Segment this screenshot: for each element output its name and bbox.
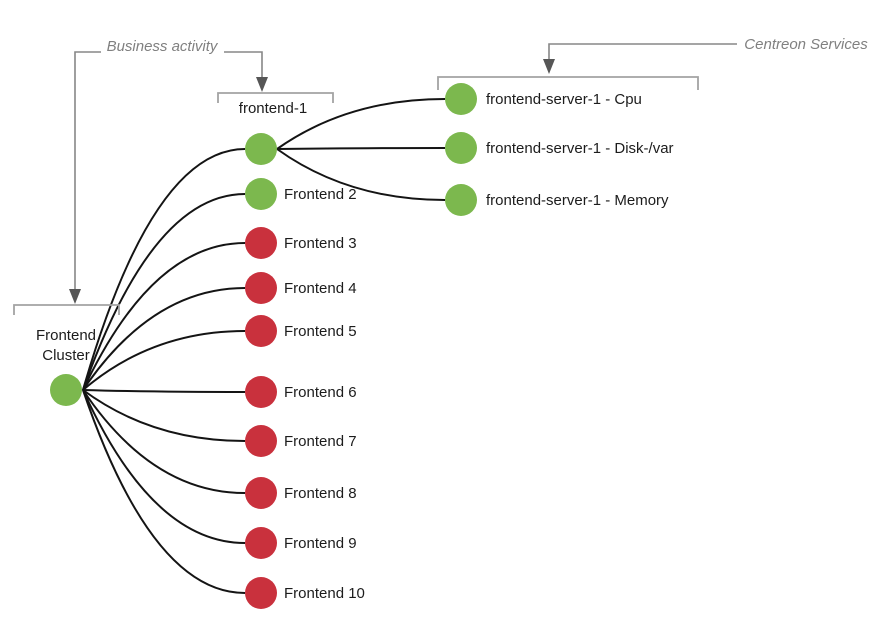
annotation-business-activity: Business activity <box>69 38 268 304</box>
node-frontend-3 <box>245 227 277 259</box>
label-frontend-9: Frontend 9 <box>284 535 357 552</box>
node-frontend-cluster <box>50 374 82 406</box>
label-frontend-7: Frontend 7 <box>284 433 357 450</box>
down-arrowhead-icon <box>256 77 268 92</box>
node-frontend-1 <box>245 133 277 165</box>
label-frontend-cluster-line2: Cluster <box>42 347 90 364</box>
node-service-memory <box>445 184 477 216</box>
node-frontend-9 <box>245 527 277 559</box>
edge-root-frontend-1 <box>82 148 246 391</box>
label-frontend-3: Frontend 3 <box>284 235 357 252</box>
node-labels: Frontend Cluster frontend-1 Frontend 2 F… <box>36 91 674 602</box>
node-frontend-8 <box>245 477 277 509</box>
label-service-memory: frontend-server-1 - Memory <box>486 192 669 209</box>
annotation-centreon-services: Centreon Services <box>543 36 868 74</box>
edge-root-frontend-10 <box>82 389 246 594</box>
edge-frontend1-cpu <box>276 98 446 150</box>
node-service-cpu <box>445 83 477 115</box>
node-frontend-2 <box>245 178 277 210</box>
edge-root-frontend-4 <box>82 287 246 391</box>
label-frontend-2: Frontend 2 <box>284 186 357 203</box>
edges-services <box>276 98 446 201</box>
edge-root-frontend-9 <box>82 389 246 544</box>
label-frontend-8: Frontend 8 <box>284 485 357 502</box>
label-frontend-1: frontend-1 <box>239 100 307 117</box>
label-frontend-5: Frontend 5 <box>284 323 357 340</box>
label-service-cpu: frontend-server-1 - Cpu <box>486 91 642 108</box>
edge-root-frontend-2 <box>82 193 246 391</box>
label-frontend-6: Frontend 6 <box>284 384 357 401</box>
label-frontend-4: Frontend 4 <box>284 280 357 297</box>
centreon-services-line <box>548 43 737 60</box>
business-activity-right-line <box>224 51 263 78</box>
label-service-disk: frontend-server-1 - Disk-/var <box>486 140 674 157</box>
node-frontend-10 <box>245 577 277 609</box>
bracket-frontend-1 <box>217 92 334 103</box>
node-frontend-6 <box>245 376 277 408</box>
node-frontend-4 <box>245 272 277 304</box>
bracket-frontend-cluster <box>13 304 120 315</box>
node-service-disk <box>445 132 477 164</box>
edge-root-frontend-7 <box>82 389 246 442</box>
label-frontend-cluster-line1: Frontend <box>36 327 96 344</box>
down-arrowhead-icon <box>543 59 555 74</box>
business-activity-left-line <box>74 51 101 290</box>
label-frontend-10: Frontend 10 <box>284 585 365 602</box>
edge-root-frontend-3 <box>82 242 246 391</box>
node-frontend-5 <box>245 315 277 347</box>
edge-root-frontend-5 <box>82 330 246 391</box>
edges-root <box>82 148 246 594</box>
edge-frontend1-disk <box>276 147 446 150</box>
node-frontend-7 <box>245 425 277 457</box>
business-activity-label: Business activity <box>107 38 219 55</box>
nodes <box>50 83 477 609</box>
edge-root-frontend-8 <box>82 389 246 494</box>
centreon-services-label: Centreon Services <box>744 36 868 53</box>
bracket-centreon-services <box>437 76 699 90</box>
edge-frontend1-memory <box>276 148 446 201</box>
edge-root-frontend-6 <box>82 389 246 393</box>
down-arrowhead-icon <box>69 289 81 304</box>
brackets <box>13 76 699 315</box>
